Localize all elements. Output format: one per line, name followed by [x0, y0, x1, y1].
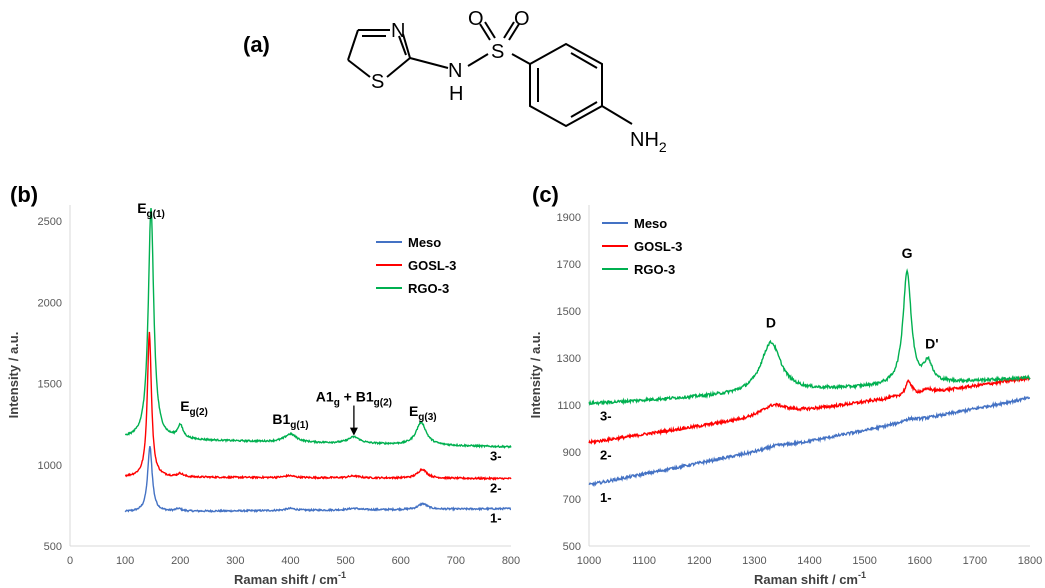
atom-h: H [449, 83, 463, 105]
y-axis-label: Intensity / a.u. [6, 332, 21, 419]
y-tick-label: 1300 [557, 353, 581, 365]
x-tick-label: 600 [392, 555, 410, 567]
molecule-bonds [347, 21, 633, 128]
panel-label-c: (c) [532, 182, 559, 207]
y-tick-label: 500 [563, 541, 581, 553]
y-tick-label: 1500 [38, 379, 62, 391]
series-line-rgo-3 [588, 268, 1031, 407]
y-tick-label: 1100 [557, 400, 581, 412]
series-line-rgo-3 [124, 208, 512, 449]
peak-label: Eg(3) [409, 403, 437, 423]
series-line-meso [124, 445, 512, 513]
annotation-arrow-head [349, 427, 358, 436]
curve-end-label: 3- [490, 449, 502, 464]
curve-end-label: 2- [600, 447, 612, 462]
y-tick-label: 1000 [38, 460, 62, 472]
legend-label: GOSL-3 [408, 258, 456, 273]
atom-o1: O [468, 8, 484, 30]
x-axis-label: Raman shift / cm-1 [234, 570, 346, 587]
x-axis-label: Raman shift / cm-1 [754, 570, 866, 587]
peak-label: D' [925, 335, 938, 351]
chart-panel-c: (c) 500 700 900 1100 1300 1500 1700 1900 1000 11… [528, 182, 1042, 587]
x-tick-label: 1500 [852, 555, 876, 567]
x-tick-label: 1400 [797, 555, 821, 567]
peak-annotations: D G D' [766, 245, 939, 352]
peak-label: Eg(1) [137, 200, 165, 220]
x-tick-label: 700 [447, 555, 465, 567]
peak-label: G [902, 245, 913, 261]
atom-nh2: NH2 [630, 129, 667, 155]
x-tick-labels: 0 100 200 300 400 500 600 700 800 [67, 555, 520, 567]
y-tick-label: 1700 [557, 259, 581, 271]
x-tick-label: 500 [336, 555, 354, 567]
series-lines [124, 208, 512, 513]
x-tick-label: 1200 [687, 555, 711, 567]
legend-label: Meso [634, 216, 667, 231]
x-tick-label: 1300 [742, 555, 766, 567]
curve-end-label: 1- [490, 510, 502, 525]
legend-label: Meso [408, 235, 441, 250]
atom-n-amide: N [448, 60, 462, 82]
legend-label: RGO-3 [634, 262, 675, 277]
x-tick-label: 1000 [577, 555, 601, 567]
curve-end-label: 1- [600, 490, 612, 505]
atom-s-sulfonyl: S [491, 41, 504, 63]
x-tick-label: 1100 [632, 555, 656, 567]
x-tick-label: 100 [116, 555, 134, 567]
y-tick-label: 2500 [38, 216, 62, 228]
curve-end-labels: 1- 2- 3- [490, 449, 502, 526]
y-tick-label: 2000 [38, 297, 62, 309]
x-tick-label: 400 [281, 555, 299, 567]
x-tick-label: 1700 [963, 555, 987, 567]
x-tick-label: 200 [171, 555, 189, 567]
peak-label: D [766, 314, 776, 330]
x-tick-label: 300 [226, 555, 244, 567]
y-tick-label: 500 [44, 541, 62, 553]
curve-end-label: 2- [490, 480, 502, 495]
peak-label: B1g(1) [272, 411, 308, 431]
atom-o2: O [514, 8, 530, 30]
panel-label-a: (a) [243, 32, 270, 57]
series-line-gosl-3 [588, 374, 1031, 446]
atom-s-ring: S [371, 71, 384, 93]
atom-n-ring: N [391, 20, 405, 42]
x-tick-label: 0 [67, 555, 73, 567]
series-line-meso [588, 395, 1030, 488]
curve-end-labels: 1- 2- 3- [600, 409, 612, 505]
legend-label: GOSL-3 [634, 239, 682, 254]
series-line-gosl-3 [124, 331, 512, 481]
x-tick-label: 1800 [1018, 555, 1042, 567]
y-tick-label: 900 [563, 447, 581, 459]
peak-label: Eg(2) [180, 398, 208, 418]
x-tick-label: 1600 [908, 555, 932, 567]
x-tick-labels: 1000 1100 1200 1300 1400 1500 1600 1700 1800 [577, 555, 1042, 567]
y-tick-label: 700 [563, 494, 581, 506]
y-tick-label: 1500 [557, 306, 581, 318]
legend-label: RGO-3 [408, 281, 449, 296]
peak-label: A1g + B1g(2) [316, 388, 392, 408]
x-tick-label: 800 [502, 555, 520, 567]
peak-annotations: Eg(1) Eg(2) B1g(1) A1g + B1g(2) Eg(3) [137, 200, 437, 436]
panel-label-b: (b) [10, 182, 38, 207]
molecule-structure: (a) [243, 8, 667, 155]
y-tick-label: 1900 [557, 212, 581, 224]
chart-panel-b: (b) 500 1000 1500 2000 2500 0 100 200 300 400 500… [6, 182, 520, 587]
series-lines [588, 268, 1031, 488]
curve-end-label: 3- [600, 409, 612, 424]
y-tick-labels: 500 700 900 1100 1300 1500 1700 1900 [557, 212, 581, 553]
y-tick-labels: 500 1000 1500 2000 2500 [38, 216, 62, 553]
y-axis-label: Intensity / a.u. [528, 332, 543, 419]
